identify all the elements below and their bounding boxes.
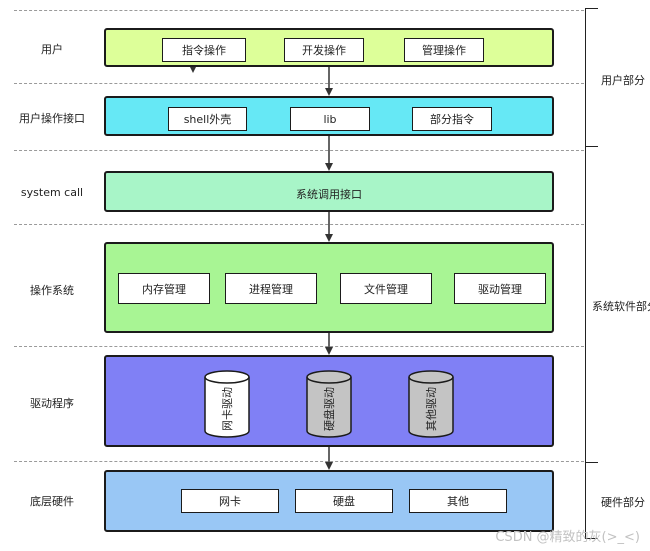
other-driver-cylinder: 其他驱动 xyxy=(408,370,454,438)
hardware-part-bracket xyxy=(585,462,586,538)
driver-layer: 网卡驱动 硬盘驱动 其他驱动 xyxy=(104,355,554,447)
cylinder-shape xyxy=(306,370,352,438)
user-part-bracket xyxy=(585,8,586,146)
system-software-part-label: 系统软件部分 xyxy=(592,300,650,313)
development-operation-box: 开发操作 xyxy=(284,38,364,62)
user-interface-layer: shell外壳 lib 部分指令 xyxy=(104,96,554,136)
divider xyxy=(14,224,584,225)
driver-management-box: 驱动管理 xyxy=(454,273,546,304)
bracket-tick xyxy=(585,146,598,147)
divider xyxy=(14,461,584,462)
system-call-interface-label: 系统调用接口 xyxy=(296,188,362,201)
operating-system-layer: 内存管理 进程管理 文件管理 驱动管理 xyxy=(104,242,554,333)
row-label-operating-system: 操作系统 xyxy=(30,284,74,297)
row-label-hardware: 底层硬件 xyxy=(30,495,74,508)
bracket-tick xyxy=(585,8,598,9)
management-operation-box: 管理操作 xyxy=(404,38,484,62)
row-label-user: 用户 xyxy=(41,43,63,56)
user-layer: 指令操作 开发操作 管理操作 xyxy=(104,28,554,67)
hard-disk-box: 硬盘 xyxy=(295,489,393,513)
divider xyxy=(14,346,584,347)
cylinder-shape xyxy=(204,370,250,438)
row-label-driver: 驱动程序 xyxy=(30,397,74,410)
system-software-part-bracket xyxy=(585,146,586,462)
hardware-layer: 网卡 硬盘 其他 xyxy=(104,470,554,532)
command-operation-box: 指令操作 xyxy=(162,38,246,62)
network-card-driver-cylinder: 网卡驱动 xyxy=(204,370,250,438)
system-call-layer: 系统调用接口 xyxy=(104,171,554,212)
lib-box: lib xyxy=(290,107,370,131)
divider xyxy=(14,83,584,84)
network-card-driver-label: 网卡驱动 xyxy=(221,387,234,431)
row-label-user-interface: 用户操作接口 xyxy=(19,112,85,125)
bracket-tick xyxy=(585,462,598,463)
disk-driver-label: 硬盘驱动 xyxy=(323,387,336,431)
network-card-box: 网卡 xyxy=(181,489,279,513)
divider xyxy=(14,150,584,151)
disk-driver-cylinder: 硬盘驱动 xyxy=(306,370,352,438)
csdn-watermark: CSDN @精致的灰(>_<) xyxy=(495,530,640,545)
divider xyxy=(14,10,584,11)
cylinder-shape xyxy=(408,370,454,438)
hardware-part-label: 硬件部分 xyxy=(601,496,645,509)
other-driver-label: 其他驱动 xyxy=(425,387,438,431)
shell-box: shell外壳 xyxy=(168,107,247,131)
file-management-box: 文件管理 xyxy=(340,273,432,304)
partial-commands-box: 部分指令 xyxy=(412,107,492,131)
row-label-system-call: system call xyxy=(20,186,84,199)
process-management-box: 进程管理 xyxy=(225,273,317,304)
other-hardware-box: 其他 xyxy=(409,489,507,513)
memory-management-box: 内存管理 xyxy=(118,273,210,304)
bracket-tick xyxy=(585,538,598,539)
user-part-label: 用户部分 xyxy=(601,74,645,87)
